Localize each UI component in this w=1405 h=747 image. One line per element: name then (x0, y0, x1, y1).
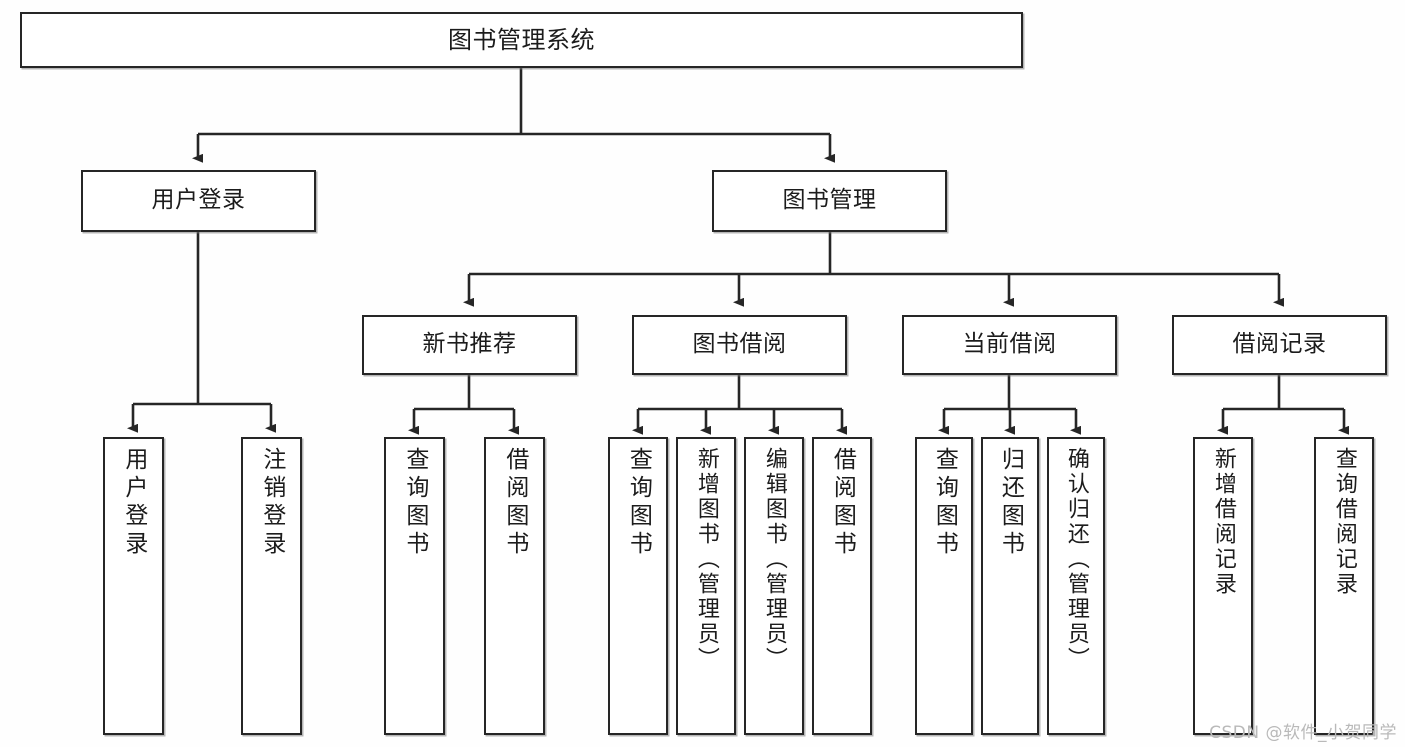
leaf-query-books-borrow[interactable]: 查询图书 (608, 437, 668, 735)
node-user-login-label: 用户登录 (151, 187, 246, 214)
leaf-add-borrow-record-label: 新增借阅记录 (1210, 447, 1236, 597)
leaf-query-borrow-record-label: 查询借阅记录 (1331, 447, 1357, 597)
leaf-edit-book-admin-label: 编辑图书（管理员） (761, 447, 787, 672)
node-borrow-records-label: 借阅记录 (1232, 331, 1327, 358)
watermark: CSDN @软件_小贺同学 (1209, 723, 1397, 743)
leaf-logout-label: 注销登录 (258, 447, 285, 559)
leaf-borrow-books-borrow[interactable]: 借阅图书 (812, 437, 872, 735)
leaf-query-books-newbook-label: 查询图书 (401, 447, 428, 559)
leaf-borrow-books-newbook[interactable]: 借阅图书 (484, 437, 545, 735)
leaf-return-books-label: 归还图书 (997, 447, 1024, 559)
node-borrow-records[interactable]: 借阅记录 (1172, 315, 1387, 375)
node-root-label: 图书管理系统 (448, 25, 595, 54)
leaf-query-books-current-label: 查询图书 (931, 447, 958, 559)
leaf-query-books-newbook[interactable]: 查询图书 (384, 437, 445, 735)
leaf-return-books[interactable]: 归还图书 (981, 437, 1039, 735)
node-root[interactable]: 图书管理系统 (20, 12, 1023, 68)
node-book-borrow[interactable]: 图书借阅 (632, 315, 847, 375)
leaf-borrow-books-borrow-label: 借阅图书 (829, 447, 856, 559)
leaf-query-borrow-record[interactable]: 查询借阅记录 (1314, 437, 1374, 735)
leaf-add-borrow-record[interactable]: 新增借阅记录 (1193, 437, 1253, 735)
node-book-borrow-label: 图书借阅 (692, 331, 787, 358)
leaf-edit-book-admin[interactable]: 编辑图书（管理员） (744, 437, 804, 735)
leaf-borrow-books-newbook-label: 借阅图书 (501, 447, 528, 559)
leaf-logout[interactable]: 注销登录 (241, 437, 302, 735)
node-current-borrow[interactable]: 当前借阅 (902, 315, 1117, 375)
node-book-management-label: 图书管理 (782, 187, 877, 214)
leaf-confirm-return-admin-label: 确认归还（管理员） (1063, 447, 1089, 672)
leaf-query-books-borrow-label: 查询图书 (625, 447, 652, 559)
leaf-confirm-return-admin[interactable]: 确认归还（管理员） (1047, 437, 1105, 735)
node-new-book-recommend-label: 新书推荐 (422, 331, 517, 358)
node-new-book-recommend[interactable]: 新书推荐 (362, 315, 577, 375)
node-book-management[interactable]: 图书管理 (712, 170, 947, 232)
node-current-borrow-label: 当前借阅 (962, 331, 1057, 358)
leaf-user-login[interactable]: 用户登录 (103, 437, 164, 735)
leaf-add-book-admin-label: 新增图书（管理员） (693, 447, 719, 672)
leaf-query-books-current[interactable]: 查询图书 (915, 437, 973, 735)
leaf-add-book-admin[interactable]: 新增图书（管理员） (676, 437, 736, 735)
leaf-user-login-label: 用户登录 (120, 447, 147, 559)
node-user-login[interactable]: 用户登录 (81, 170, 316, 232)
